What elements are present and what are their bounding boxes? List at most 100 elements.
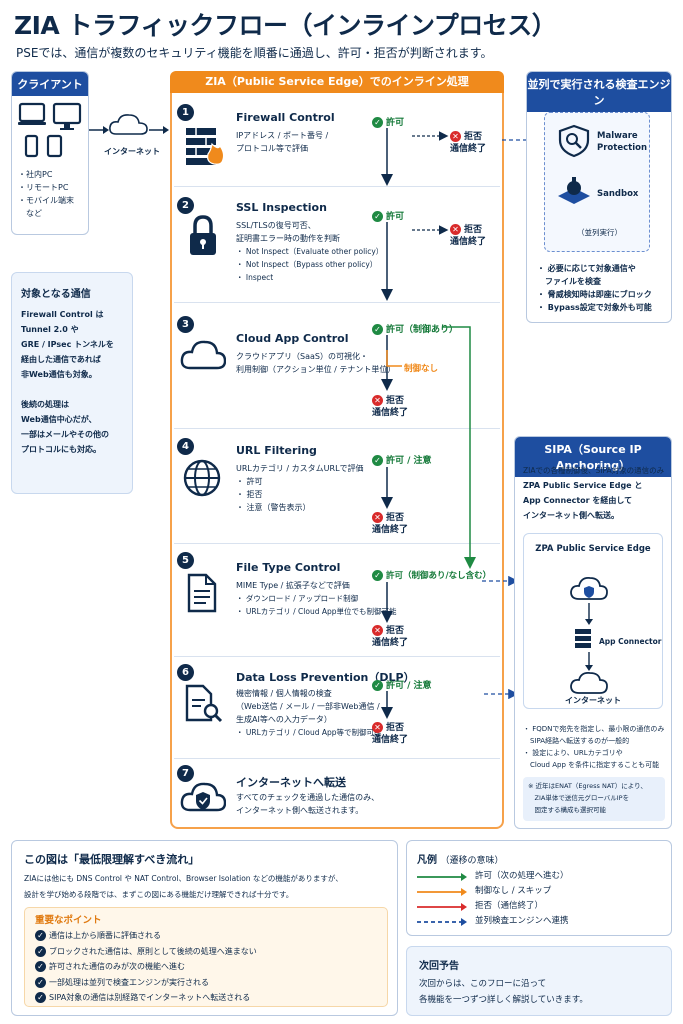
malware-label: Malware Protection xyxy=(597,131,647,153)
summary-title: この図は「最低限理解すべき流れ」 xyxy=(24,853,200,866)
allow-badge: ✓許可 xyxy=(372,209,404,222)
client-header: クライアント xyxy=(12,72,88,96)
cross-icon: ✕ xyxy=(450,131,461,142)
inline-process-header: ZIA（Public Service Edge）でのインライン処理 xyxy=(170,71,504,93)
key-point: ✓一部処理は並列で検査エンジンが実行される xyxy=(35,975,257,991)
cross-icon: ✕ xyxy=(372,625,383,636)
step-line: （Web送信 / メール / 一部非Web通信 / xyxy=(236,702,380,711)
deny-badge: ✕拒否通信終了 xyxy=(450,224,486,248)
allow-label: 許可 / 注意 xyxy=(386,456,432,466)
cloud-icon xyxy=(109,114,148,135)
check-icon: ✓ xyxy=(372,211,383,222)
step-divider xyxy=(174,302,500,303)
step-divider xyxy=(174,186,500,187)
enat-note-line: ZIA単体で送信元グローバルIPを xyxy=(528,794,630,802)
deny-label: 拒否 xyxy=(386,626,405,636)
app-connector-label: App Connector xyxy=(599,637,662,646)
client-item: ・社内PC xyxy=(18,170,53,179)
check-icon: ✓ xyxy=(35,992,46,1003)
page-title: ZIA トラフィックフロー（インラインプロセス） xyxy=(14,11,557,40)
malware-shield-icon xyxy=(558,124,590,158)
client-item: ・モバイル端末 xyxy=(18,196,74,205)
engine-bullets: ・ 必要に応じて対象通信や ファイルを検査 ・ 脅威検知時は即座にブロック ・ … xyxy=(537,262,652,314)
check-icon: ✓ xyxy=(35,976,46,988)
cloud-shield-icon xyxy=(180,782,226,812)
target-title: 対象となる通信 xyxy=(21,289,91,300)
target-traffic-panel: 対象となる通信 Firewall Control は Tunnel 2.0 や … xyxy=(11,272,133,494)
sipa-bullets: ・ FQDNで宛先を指定し、最小限の通信のみ SIPA経路へ転送するのが一般的 … xyxy=(523,723,664,771)
summary-panel: この図は「最低限理解すべき流れ」 ZIAには他にも DNS Control や … xyxy=(11,840,398,1016)
step-title: File Type Control xyxy=(236,561,341,574)
step-number: 1 xyxy=(177,104,194,121)
engine-dashed-box xyxy=(544,112,650,252)
deny-sub: 通信終了 xyxy=(372,735,409,745)
dlp-document-icon xyxy=(185,684,223,723)
client-list: ・社内PC ・リモートPC ・モバイル端末 など xyxy=(18,168,74,220)
next-line: 各機能を一つずつ詳しく解説していきます。 xyxy=(419,995,588,1005)
step-line: ・ 拒否 xyxy=(236,490,263,499)
allow-badge: ✓許可 / 注意 xyxy=(372,453,432,466)
step-number: 2 xyxy=(177,197,194,214)
step-title: Cloud App Control xyxy=(236,332,349,345)
target-line: 後続の処理は xyxy=(21,400,69,409)
legend-labels: 許可（次の処理へ進む） 制御なし / スキップ 拒否（通信終了） 並列検査エンジ… xyxy=(475,869,569,929)
file-icon xyxy=(187,573,217,613)
parallel-label: （並列実行） xyxy=(577,228,622,237)
engine-header: 並列で実行される検査エンジン xyxy=(527,72,671,112)
next-preview-panel: 次回予告 次回からは、このフローに沿って 各機能を一つずつ詳しく解説していきます… xyxy=(406,946,672,1016)
sandbox-icon xyxy=(558,177,590,204)
key-point: ✓許可された通信のみが次の機能へ進む xyxy=(35,959,257,975)
legend-title: 凡例 （遷移の意味） xyxy=(417,851,504,866)
step-desc: MIME Type / 拡張子などで評価 ・ ダウンロード / アップロード制御… xyxy=(236,579,397,618)
key-point-text: SIPA対象の通信は別経路でインターネットへ転送される xyxy=(49,993,251,1002)
key-point: ✓通信は上から順番に評価される xyxy=(35,928,257,944)
check-icon: ✓ xyxy=(372,455,383,466)
allow-label: 許可 / 注意 xyxy=(386,681,432,691)
sipa-internet-label: インターネット xyxy=(565,696,621,705)
cross-icon: ✕ xyxy=(372,395,383,406)
step-line: SSL/TLSの復号可否、 xyxy=(236,221,316,230)
key-point: ✓SIPA対象の通信は別経路でインターネットへ転送される xyxy=(35,990,257,1006)
globe-icon xyxy=(183,459,221,497)
enat-note-line: 固定する構成も選択可能 xyxy=(528,806,607,814)
sipa-desc: ZIAでの各種制御後、SIPA対象の通信のみ ZPA Public Servic… xyxy=(523,463,664,523)
deny-label: 拒否 xyxy=(464,225,483,235)
deny-sub: 通信終了 xyxy=(450,237,487,247)
allow-badge: ✓許可 xyxy=(372,115,404,128)
sipa-bullet: ・ FQDNで宛先を指定し、最小限の通信のみ xyxy=(523,725,665,733)
sandbox-label: Sandbox xyxy=(597,189,639,199)
step-line: ・ 許可 xyxy=(236,477,263,486)
allow-label: 許可 xyxy=(386,212,405,222)
enat-note: ※ 近年はENAT（Egress NAT）により、 ZIA単体で送信元グローバル… xyxy=(523,777,665,821)
next-body: 次回からは、このフローに沿って 各機能を一つずつ詳しく解説していきます。 xyxy=(419,976,588,1008)
step-number: 7 xyxy=(177,765,194,782)
deny-sub: 通信終了 xyxy=(450,144,487,154)
allow-label: 許可 xyxy=(386,118,405,128)
step-number: 3 xyxy=(177,316,194,333)
legend-item: 制御なし / スキップ xyxy=(475,886,552,896)
deny-sub: 通信終了 xyxy=(372,638,409,648)
cross-icon: ✕ xyxy=(450,224,461,235)
key-points-title: 重要なポイント xyxy=(35,915,102,926)
enat-note-line: ※ 近年はENAT（Egress NAT）により、 xyxy=(528,782,647,790)
target-line: 一部はメールやその他の xyxy=(21,430,109,439)
step-line: ・ ダウンロード / アップロード制御 xyxy=(236,594,359,603)
cross-icon: ✕ xyxy=(372,512,383,523)
target-line: プロトコルにも対応。 xyxy=(21,445,101,454)
next-title: 次回予告 xyxy=(419,961,459,972)
step-number: 6 xyxy=(177,664,194,681)
parallel-engine-panel: 並列で実行される検査エンジン Malware Protection Sandbo… xyxy=(526,71,672,323)
deny-dashed-arrows xyxy=(412,131,449,235)
next-line: 次回からは、このフローに沿って xyxy=(419,979,547,989)
step-line: インターネット側へ転送されます。 xyxy=(236,806,364,815)
check-icon: ✓ xyxy=(372,680,383,691)
allow-label: 許可（制御あり） xyxy=(386,325,459,335)
step-number: 4 xyxy=(177,438,194,455)
step-line: 生成AI等への入力データ） xyxy=(236,715,332,724)
step-line: MIME Type / 拡張子などで評価 xyxy=(236,581,350,590)
target-line: Web通信中心だが、 xyxy=(21,415,97,424)
target-body: Firewall Control は Tunnel 2.0 や GRE / IP… xyxy=(21,307,114,457)
step-line: 証明書エラー時の動作を判断 xyxy=(236,234,340,243)
deny-badge: ✕拒否通信終了 xyxy=(372,512,408,536)
sipa-header: SIPA（Source IP Anchoring） xyxy=(515,437,671,477)
